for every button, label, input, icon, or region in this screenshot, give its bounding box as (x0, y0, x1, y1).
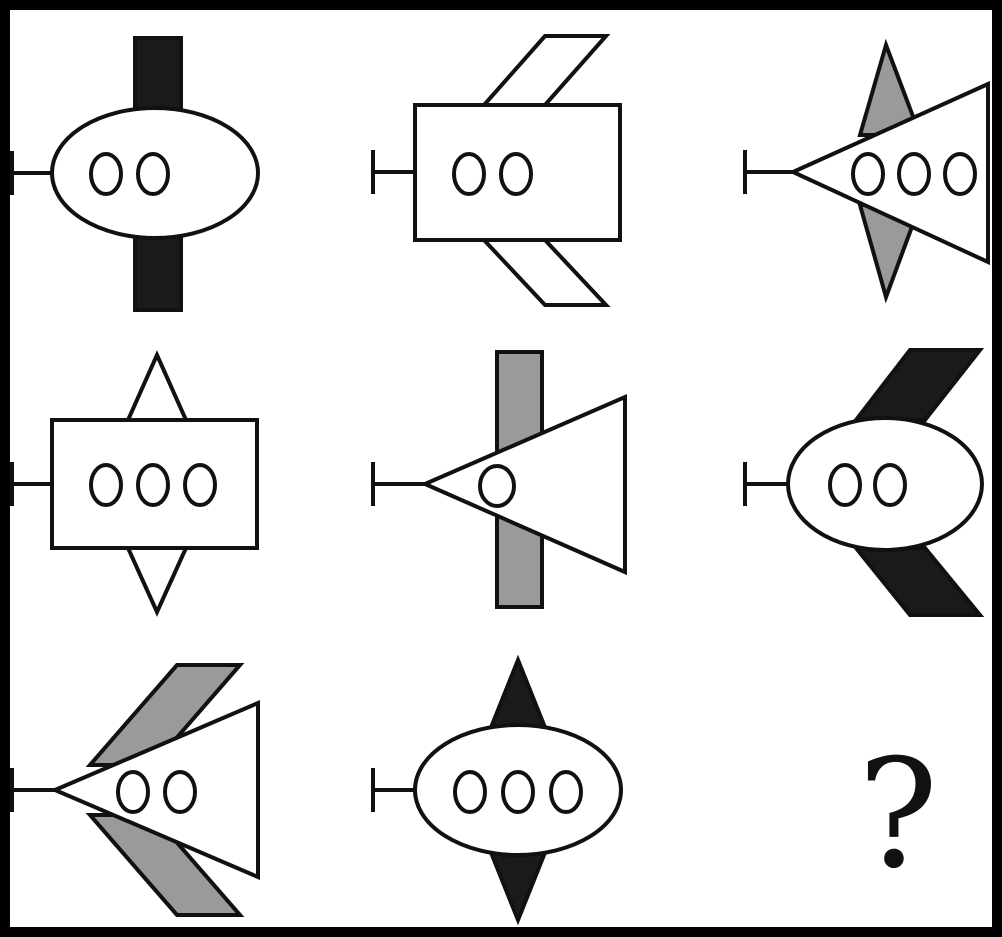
window (185, 465, 215, 505)
wing-top (135, 38, 181, 118)
cell-r1-c1 (12, 38, 258, 310)
cell-r3-c2 (373, 660, 621, 920)
window (551, 772, 581, 812)
window (480, 466, 514, 506)
window (875, 465, 905, 505)
window (899, 154, 929, 194)
question-mark: ? (858, 728, 938, 902)
window (853, 154, 883, 194)
cell-r3-c1 (12, 665, 258, 915)
wing-bottom (484, 240, 606, 305)
wing-top (484, 36, 606, 105)
cell-r2-c3 (745, 350, 982, 615)
wing-top (856, 350, 980, 420)
window (945, 154, 975, 194)
window (454, 154, 484, 194)
window (118, 772, 148, 812)
window (138, 465, 168, 505)
window (138, 154, 168, 194)
cell-r2-c2 (373, 352, 625, 607)
cell-r2-c1 (12, 355, 257, 612)
wing-bottom (135, 228, 181, 310)
cell-r1-c3 (745, 45, 988, 297)
wing-top (128, 355, 186, 420)
cell-r1-c2 (373, 36, 620, 305)
window (503, 772, 533, 812)
wing-bottom (856, 548, 980, 615)
window (91, 465, 121, 505)
window (501, 154, 531, 194)
window (165, 772, 195, 812)
window (830, 465, 860, 505)
wing-bottom (128, 548, 186, 612)
window (455, 772, 485, 812)
window (91, 154, 121, 194)
